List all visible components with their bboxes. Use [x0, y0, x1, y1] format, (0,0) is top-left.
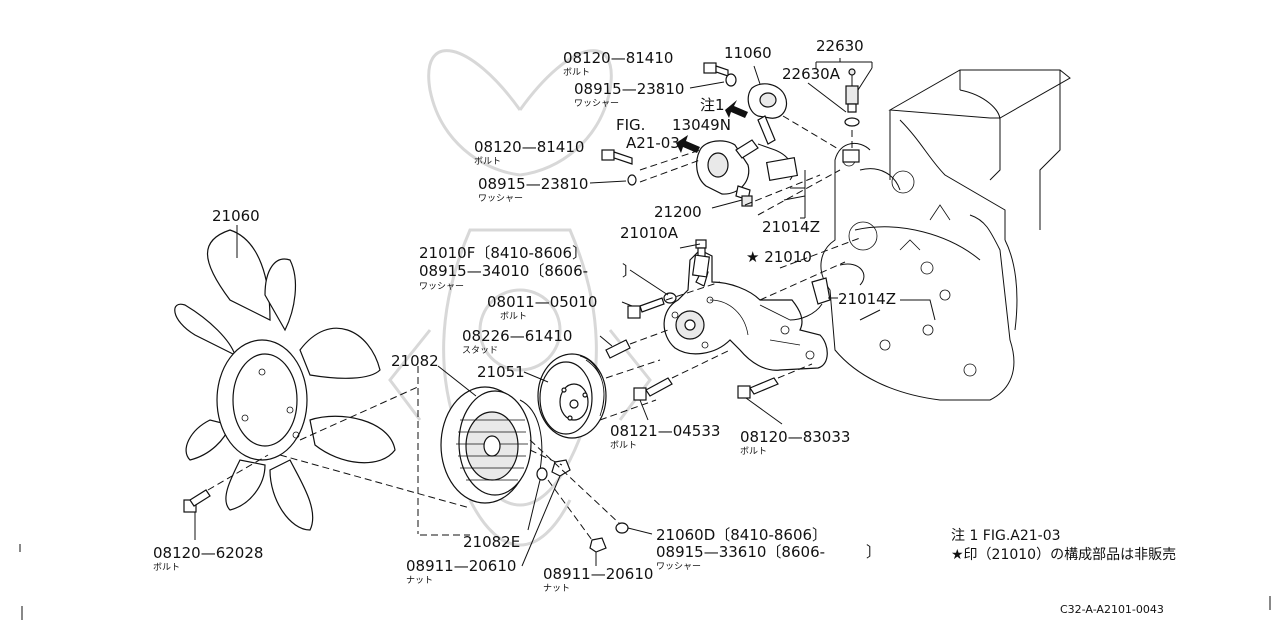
- nut-08911-20610-lower: [589, 537, 607, 553]
- label-21010F: 21010F〔8410-8606〕: [419, 244, 587, 262]
- label-08915-23810-mid: 08915—23810: [478, 175, 588, 193]
- label-21082E: 21082E: [463, 533, 520, 551]
- label-08121-04533: 08121—04533: [610, 422, 720, 440]
- bolt-08120-62028: [183, 489, 211, 513]
- temp-sensor-22630: [844, 68, 860, 127]
- washer-08915-23810-top: [725, 73, 737, 87]
- label-08911-20610-left: 08911—20610: [406, 557, 516, 575]
- notes-block: 注 1 FIG.A21-03 ★印（21010）の構成部品は非販売: [951, 528, 1176, 563]
- note-line-1: 注 1 FIG.A21-03: [951, 528, 1061, 544]
- label-fig-a21-03: A21-03: [626, 134, 680, 152]
- label-nut-left: ナット: [406, 575, 433, 586]
- label-note1: 注1: [700, 96, 725, 114]
- washer-21082E: [536, 467, 548, 481]
- label-bolt-62028: ボルト: [153, 562, 180, 573]
- fan-clutch-21082: [440, 386, 543, 504]
- label-08915-34010: 08915—34010〔8606-: [419, 262, 588, 280]
- label-08226-61410: 08226—61410: [462, 327, 572, 345]
- label-21010: ★ 21010: [746, 248, 812, 266]
- note-line-2: ★印（21010）の構成部品は非販売: [951, 547, 1176, 563]
- label-21200: 21200: [654, 203, 702, 221]
- label-08120-81410-top: 08120—81410: [563, 49, 673, 67]
- washer-08915-34010: [663, 292, 677, 304]
- bolt-08120-81410-mid: [601, 149, 633, 165]
- sensor-21014Z-bottom: [789, 277, 831, 321]
- label-08915-33610-close: 〕: [866, 543, 881, 561]
- label-21051: 21051: [477, 363, 525, 381]
- label-21010A: 21010A: [620, 224, 679, 242]
- label-washer-top: ワッシャー: [574, 99, 619, 109]
- margin-marks: [19, 544, 1271, 620]
- washer-08915-23810-mid: [627, 174, 637, 186]
- label-bolt-05010: ボルト: [500, 311, 527, 322]
- label-08915-23810-top: 08915—23810: [574, 80, 684, 98]
- label-08915-33610: 08915—33610〔8606-: [656, 543, 825, 561]
- part-labels: 08120—81410 ボルト 08915—23810 ワッシャー 11060 …: [153, 37, 896, 594]
- engine-block: [820, 69, 1071, 401]
- label-08120-62028: 08120—62028: [153, 544, 263, 562]
- gasket-21010F: [691, 254, 711, 278]
- label-22630A: 22630A: [782, 65, 841, 83]
- stud-08226-61410: [605, 339, 631, 359]
- label-08120-81410-mid: 08120—81410: [474, 138, 584, 156]
- thermostat-housing-21200: [696, 140, 753, 207]
- label-11060: 11060: [724, 44, 772, 62]
- pulley-21051: [537, 353, 607, 439]
- label-21060: 21060: [212, 207, 260, 225]
- sensor-wire-13049N: [735, 139, 799, 181]
- arrow-note1-icon: [725, 100, 748, 118]
- bolt-08011-05010: [627, 297, 665, 319]
- label-bolt-mid: ボルト: [474, 156, 501, 167]
- label-21060D: 21060D〔8410-8606〕: [656, 526, 827, 544]
- label-21014Z-top: 21014Z: [762, 218, 820, 236]
- bolt-08120-81410-top: [703, 62, 729, 77]
- label-21014Z-bottom: 21014Z: [838, 290, 896, 308]
- bolt-08120-83033: [737, 377, 779, 399]
- label-21082: 21082: [391, 352, 439, 370]
- cooling-fan-21060: [174, 229, 396, 531]
- label-washer-33610: ワッシャー: [656, 562, 701, 572]
- label-nut-right: ナット: [543, 583, 570, 594]
- label-08915-34010-close: 〕: [622, 262, 637, 280]
- bolt-08121-04533: [633, 377, 673, 401]
- label-fig: FIG.: [616, 116, 645, 134]
- sensor-port: [842, 149, 860, 163]
- label-bolt-top: ボルト: [563, 67, 590, 78]
- water-pump-21010: [663, 249, 828, 371]
- label-08120-83033: 08120—83033: [740, 428, 850, 446]
- label-bolt-04533: ボルト: [610, 440, 637, 451]
- label-22630: 22630: [816, 37, 864, 55]
- label-stud: スタッド: [462, 345, 498, 356]
- label-08011-05010: 08011—05010: [487, 293, 597, 311]
- washer-21060D: [615, 522, 629, 534]
- label-washer-mid: ワッシャー: [478, 194, 523, 204]
- label-13049N: 13049N: [672, 116, 731, 134]
- label-08911-20610-right: 08911—20610: [543, 565, 653, 583]
- label-bolt-83033: ボルト: [740, 446, 767, 457]
- water-outlet-11060: [747, 83, 788, 145]
- diagram-code: C32-A-A2101-0043: [1060, 603, 1164, 616]
- label-washer-34010: ワッシャー: [419, 282, 464, 292]
- arrow-fig-icon: [676, 135, 700, 153]
